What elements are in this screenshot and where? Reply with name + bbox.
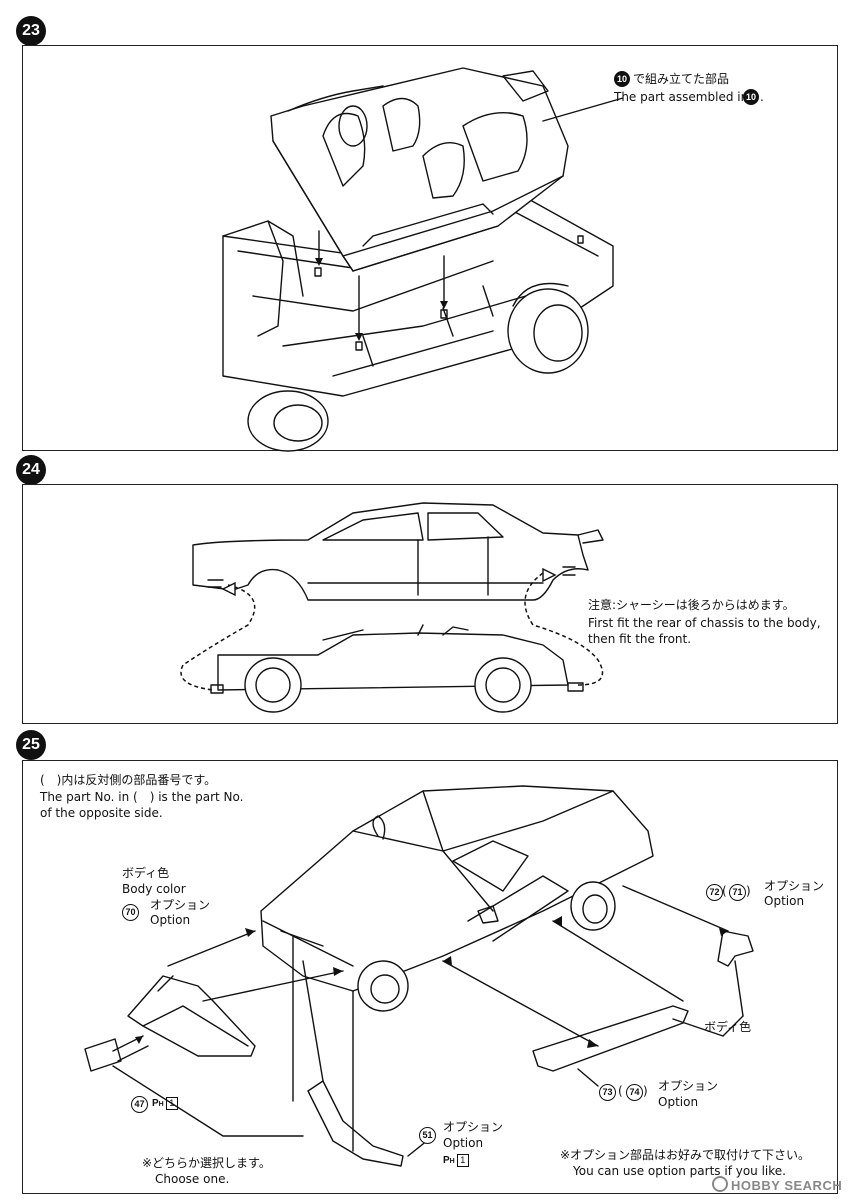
step-23-panel xyxy=(22,45,838,452)
watermark: HOBBY SEARCH xyxy=(712,1176,842,1193)
step-23-callout-en-part-badge: 10 xyxy=(743,89,759,105)
step-23-callout-en: The part assembled in xyxy=(614,90,749,104)
part-72-option-jp: オプション xyxy=(764,879,825,893)
choose-one-en: Choose one. xyxy=(155,1172,230,1186)
step-23-callout-en-end: . xyxy=(760,90,764,104)
part-70-option-en: Option xyxy=(150,913,191,927)
part-51-option-en: Option xyxy=(443,1136,484,1150)
part-73-option-jp: オプション xyxy=(658,1079,719,1093)
step-25-note-en-2: of the opposite side. xyxy=(40,806,163,820)
step-24-note-en-2: then fit the front. xyxy=(588,632,692,646)
choose-one-jp: ※どちらか選択します。 xyxy=(142,1156,271,1170)
step-25-note-en-1: The part No. in ( ) is the part No. xyxy=(40,790,244,804)
part-74-paren-open: ( xyxy=(618,1084,623,1098)
watermark-text: HOBBY SEARCH xyxy=(731,1178,843,1193)
part-47-runner-num: 1 xyxy=(165,1097,178,1110)
step-24-note-jp: 注意:シャーシーは後ろからはめます。 xyxy=(588,598,795,612)
part-72-badge: 72 xyxy=(706,884,723,901)
option-note-jp: ※オプション部品はお好みで取付けて下さい。 xyxy=(560,1148,811,1162)
step-25-number: 25 xyxy=(16,730,46,760)
step-23-illustration xyxy=(222,67,624,452)
part-51-runner-sub: H xyxy=(449,1158,455,1165)
part-47-runner-letter: P xyxy=(152,1098,159,1109)
body-color-label-en: Body color xyxy=(122,882,186,896)
part-73-option-en: Option xyxy=(658,1095,699,1109)
part-71-paren-close: ) xyxy=(746,884,751,898)
part-51-option-jp: オプション xyxy=(443,1120,504,1134)
step-25-panel xyxy=(22,760,838,1194)
step-24-note-en-1: First fit the rear of chassis to the bod… xyxy=(588,616,821,630)
part-73-badge: 73 xyxy=(599,1084,616,1101)
part-72-option-en: Option xyxy=(764,894,805,908)
step-23-callout-jp: で組み立てた部品 xyxy=(633,72,730,86)
step-24-illustration xyxy=(180,502,604,713)
part-74-paren-close: ) xyxy=(643,1084,648,1098)
step-23-callout-part-badge: 10 xyxy=(614,71,630,87)
part-74-badge: 74 xyxy=(626,1084,643,1101)
option-note-en: You can use option parts if you like. xyxy=(573,1164,786,1178)
step-25-illustration xyxy=(84,785,754,1167)
part-51-runner-num: 1 xyxy=(456,1154,469,1167)
step-25-note-jp: ( )内は反対側の部品番号です。 xyxy=(40,773,217,787)
part-47-badge: 47 xyxy=(131,1096,148,1113)
step-24-number: 24 xyxy=(16,455,46,485)
watermark-logo-icon xyxy=(712,1176,728,1192)
step-23-number: 23 xyxy=(16,16,46,46)
part-71-paren-open: ( xyxy=(722,884,727,898)
part-70-option-jp: オプション xyxy=(150,898,211,912)
part-47-runner-sub: H xyxy=(158,1101,164,1108)
part-70-badge: 70 xyxy=(122,904,139,921)
step-24-panel xyxy=(22,484,838,724)
part-51-runner-letter: P xyxy=(443,1155,450,1166)
body-color-label-jp: ボディ色 xyxy=(122,866,170,880)
body-color-label-jp-2: ボディ色 xyxy=(704,1020,752,1034)
part-51-badge: 51 xyxy=(419,1127,436,1144)
part-71-badge: 71 xyxy=(729,884,746,901)
